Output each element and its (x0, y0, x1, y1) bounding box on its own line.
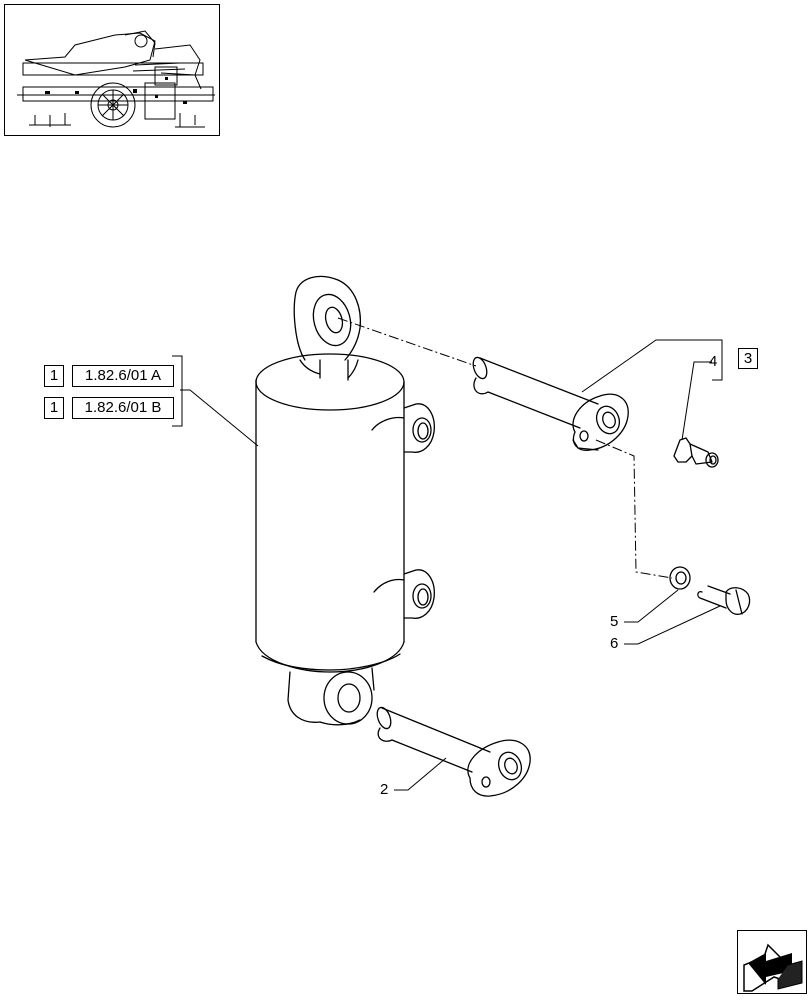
callout-2: 2 (380, 781, 389, 798)
item4-leader (681, 361, 712, 441)
reference-leader (180, 389, 259, 447)
tractor-overview-icon (17, 30, 215, 128)
callout-6: 6 (610, 635, 619, 652)
callout-4: 4 (709, 353, 718, 370)
lower-pin (376, 706, 531, 797)
washer (669, 566, 691, 590)
next-page-button[interactable] (737, 930, 807, 994)
item6-leader (624, 605, 721, 645)
bolt (697, 585, 751, 615)
item2-leader (394, 757, 447, 791)
reference-b-qty: 1 (44, 397, 64, 419)
reference-a-qty: 1 (44, 365, 64, 387)
hydraulic-cylinder-body (255, 353, 435, 673)
upper-pin (472, 356, 629, 451)
grease-nipple (673, 437, 719, 468)
group-leader (581, 339, 723, 393)
lower-rod-eye (287, 667, 375, 726)
item5-leader (624, 589, 679, 623)
callout-5: 5 (610, 613, 619, 630)
reference-bracket (172, 355, 183, 427)
overview-thumbnail (4, 4, 220, 136)
reference-a-code[interactable]: 1.82.6/01 A (72, 365, 174, 387)
upper-rod-eye (293, 275, 362, 381)
reference-b-code[interactable]: 1.82.6/01 B (72, 397, 174, 419)
callout-3-box: 3 (738, 348, 758, 369)
bolt-axis (595, 439, 673, 579)
upper-pin-axis (337, 317, 477, 367)
next-page-arrow-icon (743, 943, 803, 992)
